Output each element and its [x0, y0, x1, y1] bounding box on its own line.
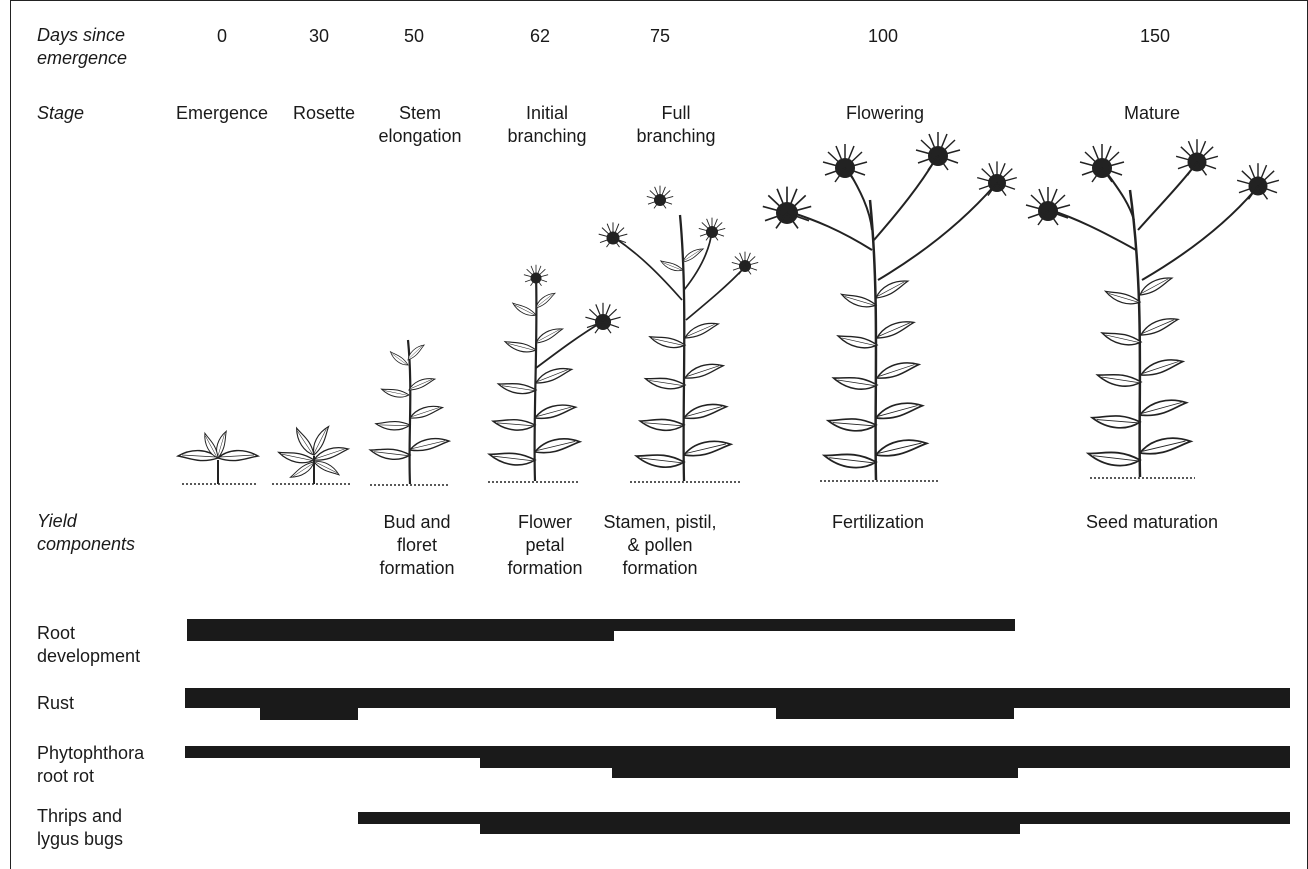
day-62: 62: [529, 26, 551, 46]
day-0: 0: [216, 26, 228, 46]
row-label-phytophthora: Phytophthora root rot: [37, 743, 145, 786]
stage-label: Stage: [37, 103, 85, 123]
stage-mature: Mature: [1123, 103, 1181, 123]
stage-full-branching: Full branching: [636, 103, 716, 146]
stage-stem-elongation: Stem elongation: [378, 103, 462, 146]
yield-stamen-pistil-pollen: Stamen, pistil, & pollen formation: [603, 512, 717, 578]
stage-initial-branching: Initial branching: [507, 103, 587, 146]
yield-fertilization: Fertilization: [831, 512, 925, 532]
thrips-lygus-bar: [358, 812, 1290, 834]
day-150: 150: [1139, 26, 1171, 46]
row-label-rust: Rust: [37, 693, 75, 713]
root-development-bar: [187, 619, 1015, 641]
row-label-root-development: Root development: [37, 623, 141, 666]
thistle-plant-icon-full-branching: [598, 185, 759, 483]
row-label-thrips-lygus: Thrips and lygus bugs: [37, 806, 124, 849]
day-100: 100: [867, 26, 899, 46]
thistle-plant-icon-initial-branching: [487, 264, 622, 483]
yield-flower-petal: Flower petal formation: [507, 512, 583, 578]
thistle-plant-icon-emergence: [177, 429, 259, 485]
yield-components-label: Yield components: [37, 511, 136, 554]
yield-seed-maturation: Seed maturation: [1085, 512, 1219, 532]
thistle-plant-icon-rosette: [272, 423, 351, 485]
thistle-plant-icon-stem-elongation: [368, 339, 451, 486]
day-50: 50: [403, 26, 425, 46]
yield-bud-floret: Bud and floret formation: [379, 512, 455, 578]
stage-rosette: Rosette: [292, 103, 356, 123]
days-since-emergence-label: Days since emergence: [37, 25, 128, 68]
stage-flowering: Flowering: [845, 103, 925, 123]
phytophthora-bar: [185, 746, 1290, 778]
thistle-plant-icon-flowering: [761, 131, 1018, 482]
rust-bar: [185, 688, 1290, 720]
stage-emergence: Emergence: [175, 103, 269, 123]
day-30: 30: [308, 26, 330, 46]
day-75: 75: [649, 26, 671, 46]
thistle-plant-icon-mature: [1025, 138, 1280, 479]
